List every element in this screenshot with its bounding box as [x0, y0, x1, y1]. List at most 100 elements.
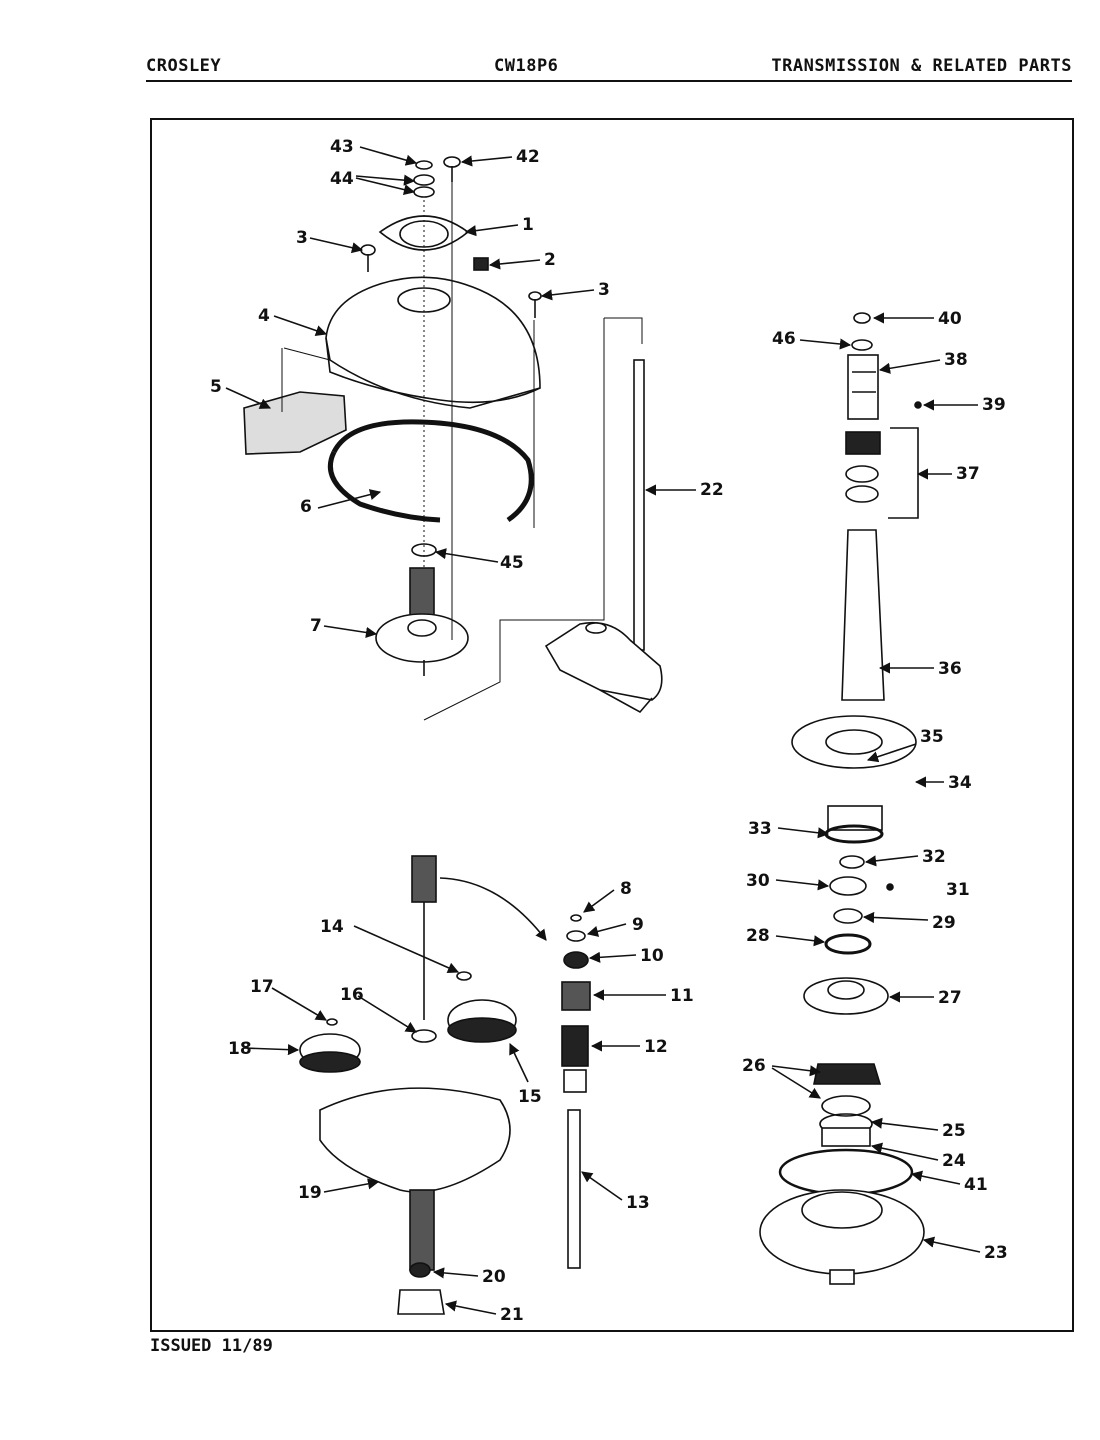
- callout-41: 41: [964, 1175, 988, 1195]
- header-brand: CROSLEY: [146, 56, 222, 76]
- callout-42: 42: [516, 147, 540, 167]
- callout-38: 38: [944, 350, 968, 370]
- callout-28: 28: [746, 926, 770, 946]
- callout-26: 26: [742, 1056, 766, 1076]
- callout-8: 8: [620, 879, 632, 899]
- washer-29: [833, 908, 863, 924]
- bearing-housing-27: [803, 977, 889, 1015]
- screw-3-left-head: [360, 244, 376, 256]
- spring-12: [561, 1025, 589, 1067]
- washer-43: [415, 160, 433, 170]
- callout-44: 44: [330, 169, 354, 189]
- tube-assembly-group: [759, 312, 925, 1285]
- output-shaft: [409, 1189, 435, 1271]
- bearing-30: [829, 876, 867, 896]
- callout-30: 30: [746, 871, 770, 891]
- pin-39: [914, 401, 922, 409]
- callout-35: 35: [920, 727, 944, 747]
- callout-11: 11: [670, 986, 694, 1006]
- callout-10: 10: [640, 946, 664, 966]
- gear-10: [563, 951, 589, 969]
- callout-19: 19: [298, 1183, 322, 1203]
- callout-24: 24: [942, 1151, 966, 1171]
- washer-9: [566, 930, 586, 942]
- callout-14: 14: [320, 917, 344, 937]
- pinion-shaft: [411, 855, 437, 903]
- seal-26: [813, 1063, 882, 1085]
- ring-40: [853, 312, 871, 324]
- header-section-title: TRANSMISSION & RELATED PARTS: [771, 56, 1072, 76]
- callout-3-left: 3: [296, 228, 308, 248]
- callout-37: 37: [956, 464, 980, 484]
- gear-11: [561, 981, 591, 1011]
- plug-2: [473, 257, 489, 271]
- callout-labels: 43 42 44 1 3 2 3 4 5 6 45 7 22 40 46 38 …: [210, 137, 1008, 1325]
- diagram-frame: [150, 118, 1074, 1332]
- rack-13: [567, 1109, 581, 1269]
- screw-3-right-head: [528, 291, 542, 301]
- callout-43: 43: [330, 137, 354, 157]
- pin-31: [886, 883, 894, 891]
- bearing-21: [397, 1289, 445, 1315]
- bearing-38: [847, 354, 879, 420]
- callout-16: 16: [340, 985, 364, 1005]
- washer-14: [456, 971, 472, 981]
- callout-33: 33: [748, 819, 772, 839]
- bushing-24: [821, 1127, 871, 1147]
- callout-4: 4: [258, 306, 270, 326]
- callout-36: 36: [938, 659, 962, 679]
- mount-plate-34: [791, 715, 917, 769]
- callout-31: 31: [946, 880, 970, 900]
- header-model: CW18P6: [494, 56, 559, 76]
- callout-29: 29: [932, 913, 956, 933]
- dome-cover-4: [325, 276, 541, 404]
- collar: [563, 1069, 587, 1093]
- callout-39: 39: [982, 395, 1006, 415]
- washer-44-lower: [413, 186, 435, 198]
- washer-44-upper: [413, 174, 435, 186]
- spring-37: [845, 431, 881, 455]
- callout-5: 5: [210, 377, 222, 397]
- header-rule: [146, 80, 1072, 82]
- callout-6: 6: [300, 497, 312, 517]
- callout-13: 13: [626, 1193, 650, 1213]
- callout-17: 17: [250, 977, 274, 997]
- callout-22: 22: [700, 480, 724, 500]
- gearcase-19: [319, 1087, 511, 1193]
- agitator-shaft-22: [633, 359, 645, 651]
- spline-shaft-7: [409, 567, 435, 619]
- transfer-arrow: [439, 877, 547, 941]
- washer-46: [851, 339, 873, 351]
- callout-40: 40: [938, 309, 962, 329]
- callout-45: 45: [500, 553, 524, 573]
- screw-42-head: [443, 156, 461, 168]
- callout-12: 12: [644, 1037, 668, 1057]
- callout-20: 20: [482, 1267, 506, 1287]
- washer-8: [570, 914, 582, 922]
- oring-28: [824, 933, 872, 955]
- gearcase-group: [299, 855, 591, 1315]
- callout-23: 23: [984, 1243, 1008, 1263]
- leader-lines: [225, 146, 981, 1315]
- callout-1: 1: [522, 215, 534, 235]
- issued-date: ISSUED 11/89: [150, 1336, 273, 1356]
- seal-20: [409, 1262, 431, 1278]
- callout-3-right: 3: [598, 280, 610, 300]
- callout-46: 46: [772, 329, 796, 349]
- shaft-22-group: [423, 317, 663, 721]
- callout-34: 34: [948, 773, 972, 793]
- callout-9: 9: [632, 915, 644, 935]
- callout-7: 7: [310, 616, 322, 636]
- callout-32: 32: [922, 847, 946, 867]
- clip-32: [839, 855, 865, 869]
- callout-15: 15: [518, 1087, 542, 1107]
- gasket-6: [331, 419, 534, 523]
- bracket-5: [243, 391, 347, 455]
- clip-16: [411, 1029, 437, 1043]
- cover-assembly-group: [243, 156, 542, 676]
- base-23: [759, 1189, 925, 1275]
- tube-36: [841, 529, 885, 701]
- callout-18: 18: [228, 1039, 252, 1059]
- callout-27: 27: [938, 988, 962, 1008]
